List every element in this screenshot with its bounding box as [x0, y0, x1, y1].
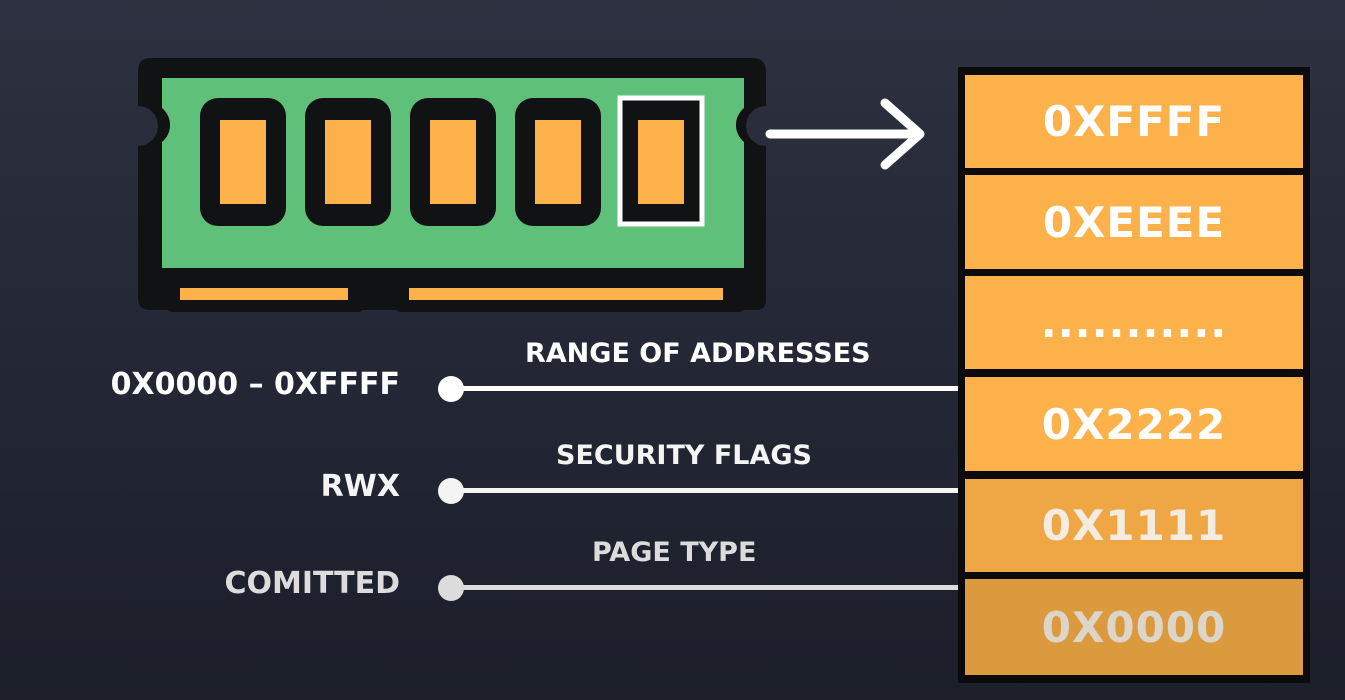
arrow-right-icon — [765, 98, 925, 170]
attribute-value: RWX — [320, 469, 400, 504]
memory-cell: ........... — [965, 276, 1303, 369]
memory-cell-label: ........... — [1040, 298, 1228, 347]
memory-cell-label: 0XEEEE — [1042, 197, 1226, 247]
memory-page-stack: 0XFFFF 0XEEEE ........... 0X2222 0X1111 … — [958, 67, 1310, 683]
ram-chip — [200, 98, 286, 226]
memory-cell-label: 0X1111 — [1041, 501, 1227, 550]
attribute-caption: SECURITY FLAGS — [556, 440, 812, 471]
ram-chip — [515, 98, 601, 226]
ram-chip — [305, 98, 391, 226]
attribute-value: 0X0000 – 0XFFFF — [110, 367, 400, 402]
attribute-caption: RANGE OF ADDRESSES — [525, 338, 871, 369]
connector-line — [450, 585, 958, 590]
memory-cell: 0X1111 — [965, 479, 1303, 572]
memory-cell: 0XEEEE — [965, 175, 1303, 269]
attribute-caption: PAGE TYPE — [592, 537, 757, 568]
memory-cell-label: 0X2222 — [1041, 399, 1227, 449]
ram-chip-highlighted — [617, 95, 705, 227]
connector-line — [450, 488, 958, 493]
attribute-value: COMITTED — [224, 566, 400, 601]
memory-cell: 0XFFFF — [965, 75, 1303, 168]
memory-cell: 0X2222 — [965, 377, 1303, 471]
ram-module-icon — [138, 58, 766, 312]
memory-cell-label: 0XFFFF — [1042, 97, 1226, 146]
connector-line — [450, 386, 958, 391]
memory-cell-label: 0X0000 — [1041, 602, 1227, 652]
ram-chip — [410, 98, 496, 226]
memory-cell: 0X0000 — [965, 579, 1303, 675]
